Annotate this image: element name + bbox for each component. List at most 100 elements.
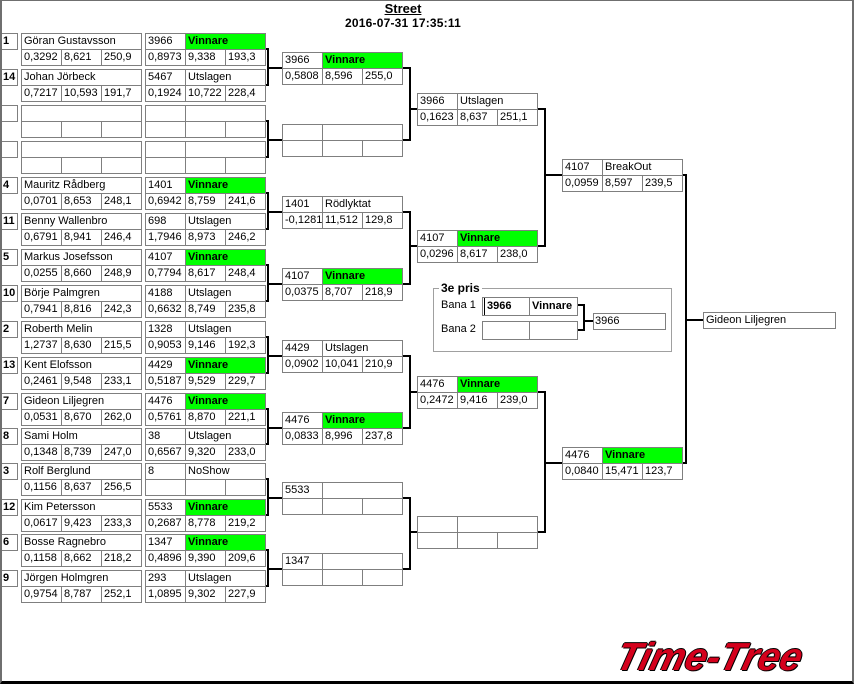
driver-name: Roberth Melin: [22, 322, 142, 338]
speed: [226, 480, 266, 496]
speed: 250,9: [102, 50, 142, 66]
seed-number: 11: [1, 213, 18, 230]
car-number: 698: [146, 214, 186, 230]
elapsed-time: 8,637: [62, 480, 102, 496]
car-number: 4107: [283, 269, 323, 285]
driver-name: Kent Elofsson: [22, 358, 142, 374]
elapsed-time: 8,707: [323, 285, 363, 301]
reaction-time: 0,7217: [22, 86, 62, 102]
times-row: [283, 499, 403, 515]
speed: 209,6: [226, 551, 266, 567]
result-header-row: 1347: [283, 554, 403, 570]
status-cell: Utslagen: [186, 286, 266, 302]
reaction-time: 1,2737: [22, 338, 62, 354]
lane-1-status[interactable]: Vinnare: [532, 300, 573, 312]
reaction-time: 0,6942: [146, 194, 186, 210]
driver-name: Bosse Ragnebro: [22, 535, 142, 551]
status-cell: Utslagen: [186, 322, 266, 338]
speed: 246,2: [226, 230, 266, 246]
seed-number: [1, 141, 18, 158]
bracket-connector: [266, 549, 282, 587]
elapsed-time: [186, 158, 226, 174]
driver-name-row: [22, 142, 142, 158]
speed: 248,9: [102, 266, 142, 282]
third-place-title: 3e pris: [439, 281, 482, 295]
lane-1-field[interactable]: 3966 Vinnare: [482, 297, 578, 316]
driver-name: Jörgen Holmgren: [22, 571, 142, 587]
reaction-time: 0,4896: [146, 551, 186, 567]
elapsed-time: 8,653: [62, 194, 102, 210]
bracket-connector: [403, 67, 417, 141]
car-number: 38: [146, 429, 186, 445]
status-cell: [323, 554, 403, 570]
elapsed-time: 8,996: [323, 429, 363, 445]
elapsed-time: 9,548: [62, 374, 102, 390]
car-number: 4476: [563, 448, 603, 464]
speed: 237,8: [363, 429, 403, 445]
bracket-connector: [683, 174, 703, 464]
status-cell: Vinnare: [458, 231, 538, 247]
speed: 256,5: [102, 480, 142, 496]
round3-box: [417, 516, 538, 549]
lane-2-status[interactable]: [530, 322, 577, 339]
reaction-time: 0,0255: [22, 266, 62, 282]
status-cell: Utslagen: [186, 571, 266, 587]
car-number: [283, 125, 323, 141]
elapsed-time: 9,338: [186, 50, 226, 66]
reaction-time: [22, 158, 62, 174]
times-row: [146, 122, 266, 138]
seed-number: 7: [1, 393, 18, 410]
reaction-time: [283, 570, 323, 586]
heat-result-box: [145, 105, 266, 138]
bracket-connector: [538, 108, 562, 247]
lane-2-number[interactable]: [483, 322, 530, 339]
lane-1-number[interactable]: 3966: [484, 298, 530, 315]
speed: 242,3: [102, 302, 142, 318]
status-cell: Vinnare: [458, 377, 538, 393]
speed: 192,3: [226, 338, 266, 354]
status-cell: [323, 483, 403, 499]
speed: 239,0: [498, 393, 538, 409]
speed: [363, 499, 403, 515]
bracket-connector: [266, 478, 282, 516]
speed: 191,7: [102, 86, 142, 102]
speed: 255,0: [363, 69, 403, 85]
driver-name: Kim Petersson: [22, 500, 142, 516]
reaction-time: 0,5761: [146, 410, 186, 426]
speed: 123,7: [643, 464, 683, 480]
status-cell: Vinnare: [186, 358, 266, 374]
reaction-time: [146, 480, 186, 496]
speed: 227,9: [226, 587, 266, 603]
lane-1-label: Bana 1: [441, 299, 476, 311]
elapsed-time: 9,390: [186, 551, 226, 567]
car-number: 4107: [418, 231, 458, 247]
speed: 129,8: [363, 213, 403, 229]
status-cell: Vinnare: [186, 500, 266, 516]
car-number: 293: [146, 571, 186, 587]
reaction-time: 0,0701: [22, 194, 62, 210]
elapsed-time: 8,597: [603, 176, 643, 192]
round2-box: 5533: [282, 482, 403, 515]
bracket-connector: [266, 408, 282, 445]
elapsed-time: [323, 141, 363, 157]
driver-name: Mauritz Rådberg: [22, 178, 142, 194]
lane-2-field[interactable]: [482, 321, 578, 340]
driver-name-row: Kent Elofsson: [22, 358, 142, 374]
bracket-connector: [266, 192, 282, 230]
final-winner-box: Gideon Liljegren: [703, 312, 836, 329]
reaction-time: 0,2687: [146, 516, 186, 532]
